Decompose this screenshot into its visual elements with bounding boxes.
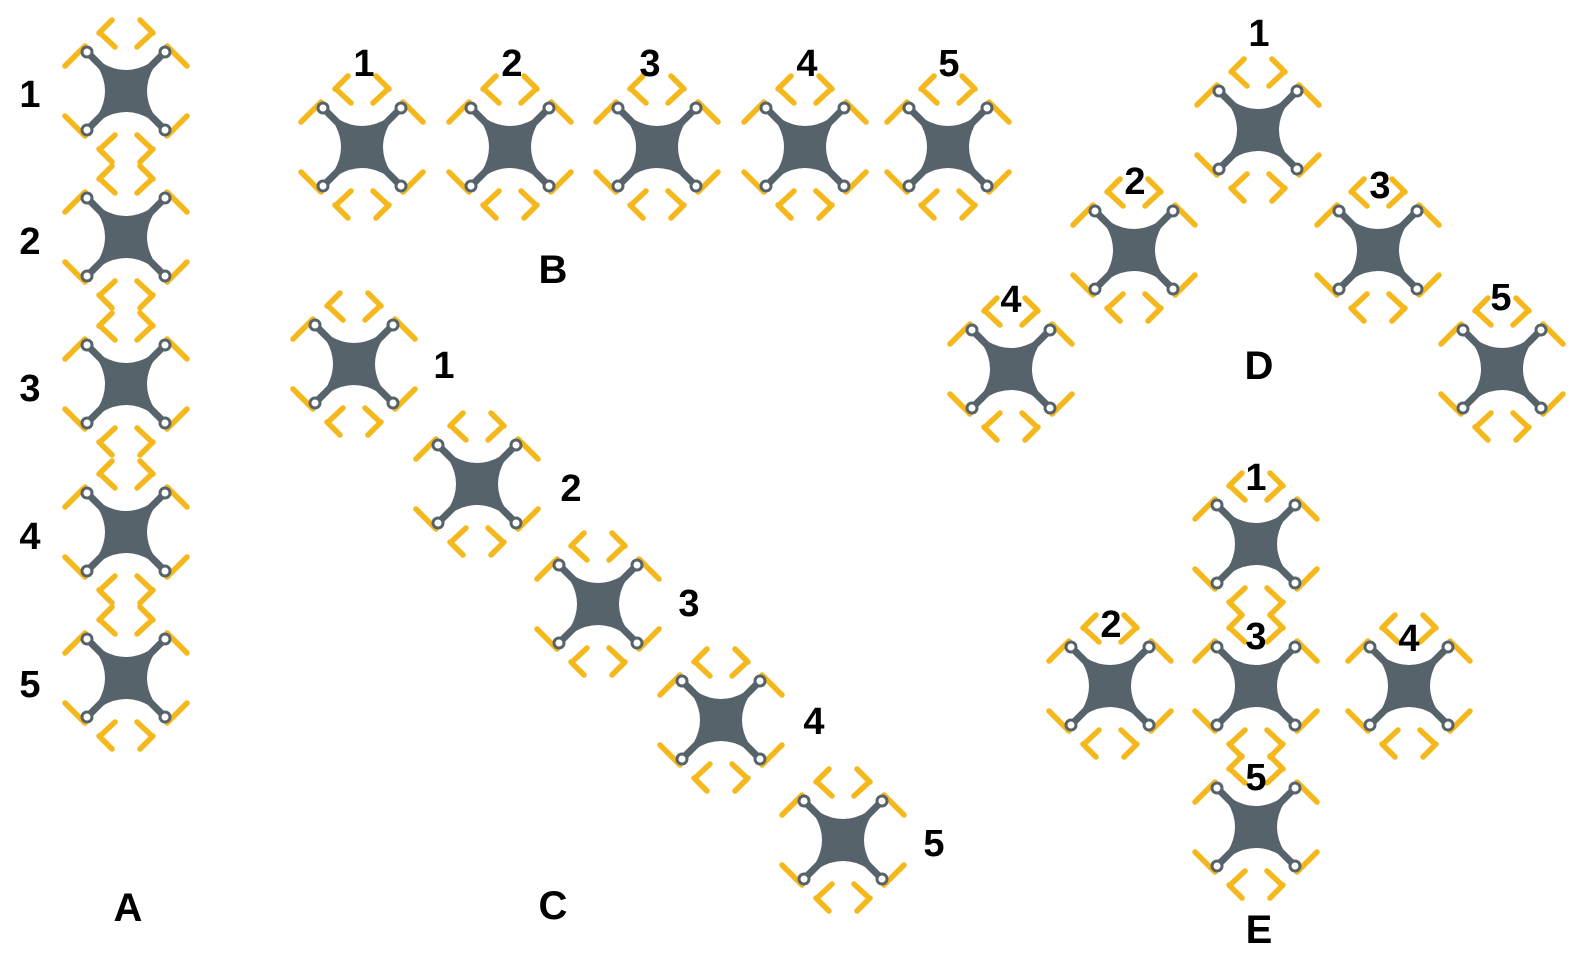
formation-d-drone-number-2: 2 [1124,161,1145,203]
formation-b-quadcopter-icon-2 [449,76,571,218]
formation-b-quadcopter-icon-3 [596,76,718,218]
formation-a-label: A [114,886,143,930]
formation-d-drone-number-3: 3 [1369,165,1390,207]
formation-e-drone-number-1: 1 [1245,457,1266,499]
formation-b-drone-number-1: 1 [353,43,374,85]
formation-c-quadcopter-icon-1 [293,293,415,435]
formation-d-drone-number-5: 5 [1490,277,1511,319]
formation-b-drone-number-3: 3 [639,43,660,85]
formation-e-drone-number-5: 5 [1245,757,1266,799]
formation-a-quadcopter-icon-1 [65,20,187,162]
formation-c-quadcopter-icon-2 [416,413,538,555]
formation-b-label: B [539,248,568,292]
formation-b-quadcopter-icon-4 [744,76,866,218]
formation-e-drone-number-3: 3 [1245,616,1266,658]
formation-e-drone-number-2: 2 [1100,604,1121,646]
formation-a-drone-number-3: 3 [19,368,40,410]
formation-c-drone-number-2: 2 [560,468,581,510]
formation-c-label: C [539,884,568,928]
formation-c-drone-number-5: 5 [923,823,944,865]
formation-a-quadcopter-icon-2 [65,166,187,308]
formation-c-drone-number-4: 4 [803,701,824,743]
formation-b-drone-number-4: 4 [796,43,817,85]
formation-d-label: D [1245,344,1274,388]
formation-a-drone-number-5: 5 [19,664,40,706]
formation-c-quadcopter-icon-3 [537,533,659,675]
formation-a-drone-number-2: 2 [19,221,40,263]
formation-a-drone-number-1: 1 [19,74,40,116]
formation-c-quadcopter-icon-4 [660,649,782,791]
formation-b-quadcopter-icon-5 [887,76,1009,218]
formation-b-drone-number-5: 5 [938,43,959,85]
formation-e-label: E [1246,908,1273,952]
formation-c-drone-number-1: 1 [433,345,454,387]
formation-d-drone-number-1: 1 [1248,13,1269,55]
formation-d-quadcopter-icon-1 [1197,59,1319,201]
formation-d-quadcopter-icon-5 [1441,298,1563,440]
formation-a-drone-number-4: 4 [19,516,40,558]
formation-b-drone-number-2: 2 [501,43,522,85]
formation-a-quadcopter-icon-3 [65,313,187,455]
formation-c-quadcopter-icon-5 [782,769,904,911]
formation-a-quadcopter-icon-4 [65,461,187,603]
formation-c-drone-number-3: 3 [678,583,699,625]
formation-a-quadcopter-icon-5 [65,607,187,749]
formation-e-drone-number-4: 4 [1398,618,1419,660]
formation-d-drone-number-4: 4 [1000,279,1021,321]
formation-b-quadcopter-icon-1 [301,76,423,218]
